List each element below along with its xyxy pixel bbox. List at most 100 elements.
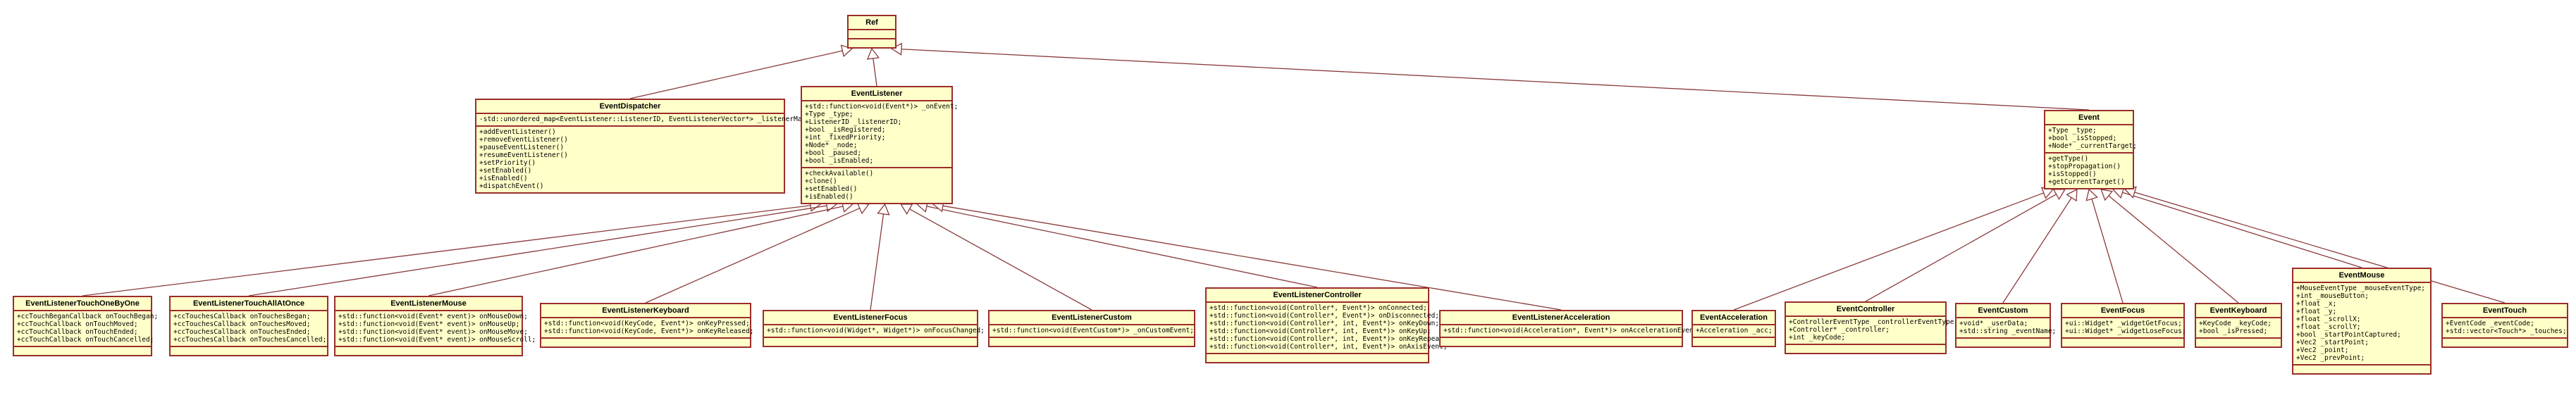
attribute-row: +Type _type; xyxy=(805,111,853,118)
generalization-line xyxy=(870,213,885,311)
attribute-row: +bool _isPressed; xyxy=(2199,327,2268,335)
class-event-listener-custom[interactable]: EventListenerCustom +std::function<void(… xyxy=(988,310,1195,347)
operations-section xyxy=(2443,337,2567,346)
attributes-section: +ControllerEventType _controllerEventTyp… xyxy=(1786,315,1959,344)
class-event-acceleration[interactable]: EventAcceleration +Acceleration _acc; xyxy=(1691,310,1776,347)
class-event-focus[interactable]: EventFocus +ui::Widget* _widgetGetFocus;… xyxy=(2061,303,2186,348)
generalization-line xyxy=(2002,197,2072,304)
attribute-row: +int _keyCode; xyxy=(1789,334,1846,342)
generalization-line xyxy=(2108,195,2239,304)
operation-row: +clone() xyxy=(805,177,837,185)
generalization-arrowhead xyxy=(2100,189,2114,201)
operations-section xyxy=(990,337,1194,346)
attribute-row: +ccTouchCallback onTouchMoved; xyxy=(17,320,138,328)
attributes-section: +ccTouchBeganCallback onTouchBegan; +ccT… xyxy=(14,310,159,346)
attributes-section: +void* _userData; +std::string _eventNam… xyxy=(1956,317,2056,337)
generalization-line xyxy=(2122,192,2362,268)
attribute-row: +ccTouchesCallback onTouchesMoved; xyxy=(173,320,311,328)
operations-section xyxy=(1956,337,2050,346)
class-event-listener-touch-one-by-one[interactable]: EventListenerTouchOneByOne +ccTouchBegan… xyxy=(13,296,159,356)
operation-row: +setPriority() xyxy=(479,159,536,167)
operation-row: +setEnabled() xyxy=(805,185,858,193)
class-event-listener-focus[interactable]: EventListenerFocus +std::function<void(W… xyxy=(763,310,985,347)
generalization-arrowhead xyxy=(2085,188,2098,201)
class-title: EventTouch xyxy=(2482,306,2527,315)
class-title: EventDispatcher xyxy=(599,102,661,111)
class-title: EventController xyxy=(1836,305,1895,313)
operation-row: +pauseEventListener() xyxy=(479,144,565,151)
attributes-section xyxy=(849,29,895,38)
operations-section xyxy=(1786,344,1945,353)
attribute-row: +Acceleration _acc; xyxy=(1696,327,1773,335)
operations-section: +getType() +stopPropagation() +isStopped… xyxy=(2045,152,2133,188)
attribute-row: +std::function<void(Event* event)> onMou… xyxy=(338,313,528,320)
attributes-section: +Acceleration _acc; xyxy=(1693,324,1775,337)
operations-section xyxy=(1207,353,1428,362)
attribute-row: +ccTouchBeganCallback onTouchBegan; xyxy=(17,313,159,320)
class-event-listener-touch-all-at-once[interactable]: EventListenerTouchAllAtOnce +ccTouchesCa… xyxy=(169,296,328,356)
attribute-row: +bool _startPointCaptured; xyxy=(2296,331,2401,339)
attribute-row: +std::function<void(Event* event)> onMou… xyxy=(338,336,536,344)
attributes-section: +ccTouchesCallback onTouchesBegan; +ccTo… xyxy=(171,310,327,346)
attributes-section: +std::function<void(Widget*, Widget*)> o… xyxy=(764,324,985,337)
attributes-section: +std::function<void(Event*)> _onEvent; +… xyxy=(802,100,958,167)
class-event-keyboard[interactable]: EventKeyboard +KeyCode _keyCode; +bool _… xyxy=(2195,303,2282,348)
operations-section: +addEventListener() +removeEventListener… xyxy=(476,125,784,192)
operation-row: +getType() xyxy=(2048,155,2089,163)
class-event-controller[interactable]: EventController +ControllerEventType _co… xyxy=(1785,301,1959,354)
class-event-listener-mouse[interactable]: EventListenerMouse +std::function<void(E… xyxy=(334,296,536,356)
attribute-row: +std::function<void(Controller*, Event*)… xyxy=(1209,304,1427,312)
attributes-section: +std::function<void(Acceleration*, Event… xyxy=(1441,324,1702,337)
attribute-row: +ControllerEventType _controllerEventTyp… xyxy=(1789,318,1959,326)
attributes-section: +ui::Widget* _widgetGetFocus; +ui::Widge… xyxy=(2062,317,2186,337)
operation-row: +addEventListener() xyxy=(479,128,556,136)
attribute-row: +std::vector<Touch*> _touches; xyxy=(2446,327,2567,335)
class-event-listener-keyboard[interactable]: EventListenerKeyboard +std::function<voi… xyxy=(540,303,753,348)
attributes-section: +std::function<void(EventCustom*)> _onCu… xyxy=(990,324,1194,337)
class-title: EventListener xyxy=(851,89,903,98)
class-title: EventKeyboard xyxy=(2210,306,2267,315)
attribute-row: +ListenerID _listenerID; xyxy=(805,118,902,126)
attribute-row: +std::function<void(Acceleration*, Event… xyxy=(1443,327,1702,335)
class-title: Ref xyxy=(865,18,878,27)
attribute-row: +float _y; xyxy=(2296,308,2337,315)
operations-section xyxy=(335,346,522,355)
class-event-listener-controller[interactable]: EventListenerController +std::function<v… xyxy=(1205,287,1447,363)
attribute-row: +Vec2 _point; xyxy=(2296,346,2349,354)
generalization-line xyxy=(428,206,844,296)
generalization-line xyxy=(2134,192,2506,304)
class-title: EventListenerTouchAllAtOnce xyxy=(192,299,305,308)
attribute-row: +int _mouseButton; xyxy=(2296,292,2369,300)
class-event-listener[interactable]: EventListener +std::function<void(Event*… xyxy=(801,86,958,204)
class-event-custom[interactable]: EventCustom +void* _userData; +std::stri… xyxy=(1955,303,2056,348)
attribute-row: +Vec2 _startPoint; xyxy=(2296,339,2369,346)
operations-section xyxy=(2196,337,2281,346)
attribute-row: +bool _paused; xyxy=(805,149,862,157)
operations-section: +checkAvailable() +clone() +setEnabled()… xyxy=(802,167,951,203)
class-title: EventAcceleration xyxy=(1700,313,1768,322)
class-event-dispatcher[interactable]: EventDispatcher -std::unordered_map<Even… xyxy=(475,99,810,194)
attribute-row: +float _scrollY; xyxy=(2296,323,2361,331)
attribute-row: +int _fixedPriority; xyxy=(805,134,886,142)
class-ref[interactable]: Ref xyxy=(847,15,896,49)
operations-section xyxy=(1693,337,1775,346)
class-event-touch[interactable]: EventTouch +EventCode _eventCode; +std::… xyxy=(2441,303,2568,348)
generalization-line xyxy=(2091,199,2124,304)
attribute-row: +std::function<void(EventCustom*)> _onCu… xyxy=(992,327,1194,335)
generalization-line xyxy=(645,208,861,304)
attributes-section: +KeyCode _keyCode; +bool _isPressed; xyxy=(2196,317,2281,337)
operation-row: +isEnabled() xyxy=(805,193,853,201)
attribute-row: +bool _isStopped; xyxy=(2048,135,2117,142)
attributes-section: +std::function<void(KeyCode, Event*)> on… xyxy=(541,317,753,337)
class-event-mouse[interactable]: EventMouse +MouseEventType _mouseEventTy… xyxy=(2292,268,2432,375)
operations-section xyxy=(171,346,327,355)
attribute-row: +std::function<void(Controller*, int, Ev… xyxy=(1209,320,1440,327)
class-event-listener-acceleration[interactable]: EventListenerAcceleration +std::function… xyxy=(1439,310,1702,347)
attribute-row: +Controller* _controller; xyxy=(1789,326,1890,334)
attribute-row: +std::function<void(KeyCode, Event*)> on… xyxy=(544,320,750,327)
attribute-row: +Node* _node; xyxy=(805,142,858,149)
class-event[interactable]: Event +Type _type; +bool _isStopped; +No… xyxy=(2044,110,2137,189)
attribute-row: +bool _isEnabled; xyxy=(805,157,874,165)
